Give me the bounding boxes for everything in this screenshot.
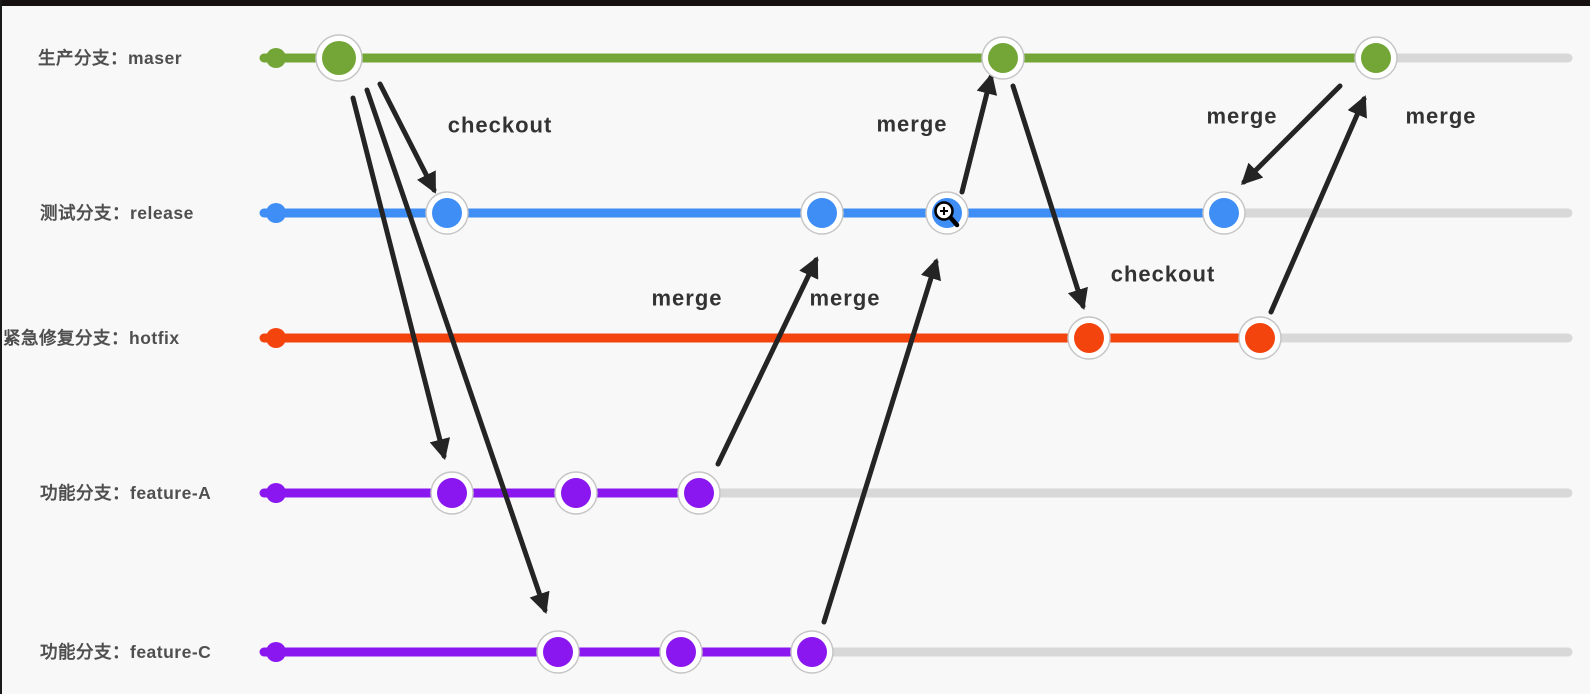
arrow-checkout-master-to-feature-a [350, 95, 451, 461]
commit-node-release-1 [425, 191, 469, 235]
branch-start-dot-hotfix [266, 328, 286, 348]
branch-label-feature-c: 功能分支：feature-C [40, 642, 211, 662]
branch-start-dot-feature-a [266, 483, 286, 503]
commit-node-feature-a-3 [677, 471, 721, 515]
commit-dot [322, 41, 356, 75]
arrow-checkout-master-to-release [377, 81, 437, 194]
commit-node-feature-c-3 [790, 630, 834, 674]
commit-node-feature-c-2 [659, 630, 703, 674]
commit-dot [1209, 198, 1239, 228]
commit-node-release-4 [1202, 191, 1246, 235]
arrow-merge-release-to-master [959, 72, 998, 195]
commit-dot [432, 198, 462, 228]
commit-node-hotfix-1 [1067, 316, 1111, 360]
commit-dot [684, 478, 714, 508]
arrow-checkout-master-to-hotfix [1010, 83, 1088, 311]
commit-dot [797, 637, 827, 667]
branch-label-release: 测试分支：release [40, 203, 194, 223]
arrow-merge-hotfix-to-master [1268, 95, 1367, 315]
arrow-merge-feature-c-to-release [821, 257, 942, 625]
commit-dot [988, 43, 1018, 73]
commit-node-feature-a-1 [430, 471, 474, 515]
zoom-in-cursor-icon [934, 201, 960, 228]
commit-node-master-1 [315, 34, 363, 82]
left-screen-edge-line [0, 0, 2, 694]
branch-label-feature-a: 功能分支：feature-A [40, 483, 211, 503]
action-label-merge-7: merge [1405, 104, 1476, 129]
top-screen-edge-bar [0, 0, 1590, 6]
commit-dot [1245, 323, 1275, 353]
commit-dot [561, 478, 591, 508]
action-label-checkout-1: checkout [448, 113, 553, 138]
branch-label-hotfix: 紧急修复分支：hotfix [3, 328, 180, 348]
branch-start-dot-master [266, 48, 286, 68]
branch-start-dot-feature-c [266, 642, 286, 662]
commit-node-hotfix-2 [1238, 316, 1282, 360]
commit-node-feature-c-1 [536, 630, 580, 674]
commit-node-master-3 [1354, 36, 1398, 80]
commit-node-release-2 [800, 191, 844, 235]
commit-dot [1361, 43, 1391, 73]
arrow-checkout-master-to-feature-c [364, 87, 550, 614]
action-label-merge-4: merge [876, 112, 947, 137]
commit-dot [1074, 323, 1104, 353]
action-label-merge-6: merge [1206, 104, 1277, 129]
commit-dot [666, 637, 696, 667]
commit-dot [543, 637, 573, 667]
commit-node-feature-a-2 [554, 471, 598, 515]
action-label-merge-3: merge [809, 286, 880, 311]
arrow-merge-feature-a-to-release [715, 256, 819, 467]
action-label-checkout-5: checkout [1111, 262, 1216, 287]
commit-dot [437, 478, 467, 508]
commit-dot [807, 198, 837, 228]
action-label-merge-2: merge [651, 286, 722, 311]
branch-label-master: 生产分支：maser [38, 48, 182, 68]
arrow-merge-master-to-release [1241, 83, 1343, 185]
branch-start-dot-release [266, 203, 286, 223]
commit-node-master-2 [981, 36, 1025, 80]
